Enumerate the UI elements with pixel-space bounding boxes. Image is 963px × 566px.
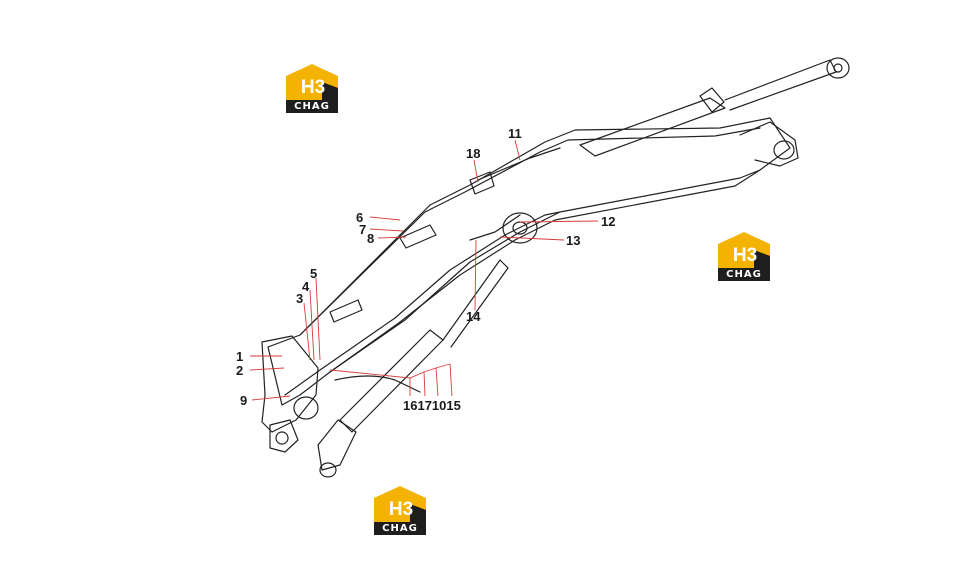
boom-plate-lower <box>329 299 363 323</box>
arm-cylinder-clamp <box>699 87 725 113</box>
leader-12 <box>519 220 599 223</box>
logo-mark: H3 <box>300 77 326 98</box>
house-roof-icon <box>718 232 770 270</box>
boom-plate-mid <box>469 171 495 195</box>
hydraulic-line-a <box>334 375 421 393</box>
arm-cylinder-eye-pin <box>833 63 843 73</box>
boom-nose-pin <box>293 396 319 420</box>
leader-5 <box>315 277 321 361</box>
boom-plate-upper <box>399 224 437 249</box>
callout-12: 12 <box>601 214 615 229</box>
leader-3 <box>303 302 311 361</box>
callout-8: 8 <box>367 231 374 246</box>
boom-cylinder-rod <box>442 259 509 348</box>
boom-foot-pin <box>773 140 795 160</box>
callout-2: 2 <box>236 363 243 378</box>
leader-group-base <box>329 363 451 379</box>
boom-cylinder-base <box>317 419 357 471</box>
hydraulic-line-b <box>469 214 521 241</box>
boom-nose-bracket <box>261 335 319 433</box>
nose-lug <box>269 419 299 453</box>
callout-6: 6 <box>356 210 363 225</box>
callout-7: 7 <box>359 222 366 237</box>
house-roof-icon <box>374 486 426 524</box>
chag-logo-bottom: H3 CHAG <box>370 484 432 536</box>
callout-9: 9 <box>240 393 247 408</box>
callout-5: 5 <box>310 266 317 281</box>
leader-4 <box>309 289 315 361</box>
callout-18: 18 <box>466 146 480 161</box>
leader-15 <box>449 363 453 397</box>
arm-cylinder <box>579 97 726 157</box>
arm-cylinder-eye <box>826 57 850 79</box>
boom-foot <box>739 121 799 167</box>
boom-pivot-ring <box>502 212 538 244</box>
leader-18 <box>473 159 479 183</box>
house-roof-icon <box>286 64 338 102</box>
boom-cylinder-pin <box>319 462 337 478</box>
arm-cylinder-rod <box>724 59 837 111</box>
nose-lug-pin <box>275 431 289 445</box>
callout-group-16-17-10-15: 16171015 <box>403 398 461 413</box>
boom-side-edge <box>329 169 761 373</box>
callout-13: 13 <box>566 233 580 248</box>
callout-1: 1 <box>236 349 243 364</box>
leader-13 <box>499 236 565 241</box>
logo-caption: CHAG <box>286 100 338 113</box>
boom-lower-edge <box>284 211 561 396</box>
boom-top-edge <box>299 127 761 336</box>
leader-7 <box>369 228 404 232</box>
callout-11: 11 <box>508 126 522 141</box>
leader-11 <box>514 139 521 161</box>
leader-17 <box>423 371 426 397</box>
logo-caption: CHAG <box>374 522 426 535</box>
chag-logo-right: H3 CHAG <box>714 230 776 282</box>
logo-mark: H3 <box>388 499 414 520</box>
chag-logo-top: H3 CHAG <box>282 62 344 114</box>
leader-2 <box>249 367 285 371</box>
leader-8 <box>377 236 407 239</box>
leader-9 <box>251 395 291 401</box>
logo-mark: H3 <box>732 245 758 266</box>
callout-3: 3 <box>296 291 303 306</box>
callout-4: 4 <box>302 279 310 294</box>
boom-outline <box>267 117 791 406</box>
leader-10 <box>435 367 439 397</box>
callout-14: 14 <box>466 309 481 324</box>
hydraulic-line-c <box>477 147 561 181</box>
leader-6 <box>369 216 401 221</box>
logo-caption: CHAG <box>718 268 770 281</box>
leader-14 <box>474 239 477 311</box>
